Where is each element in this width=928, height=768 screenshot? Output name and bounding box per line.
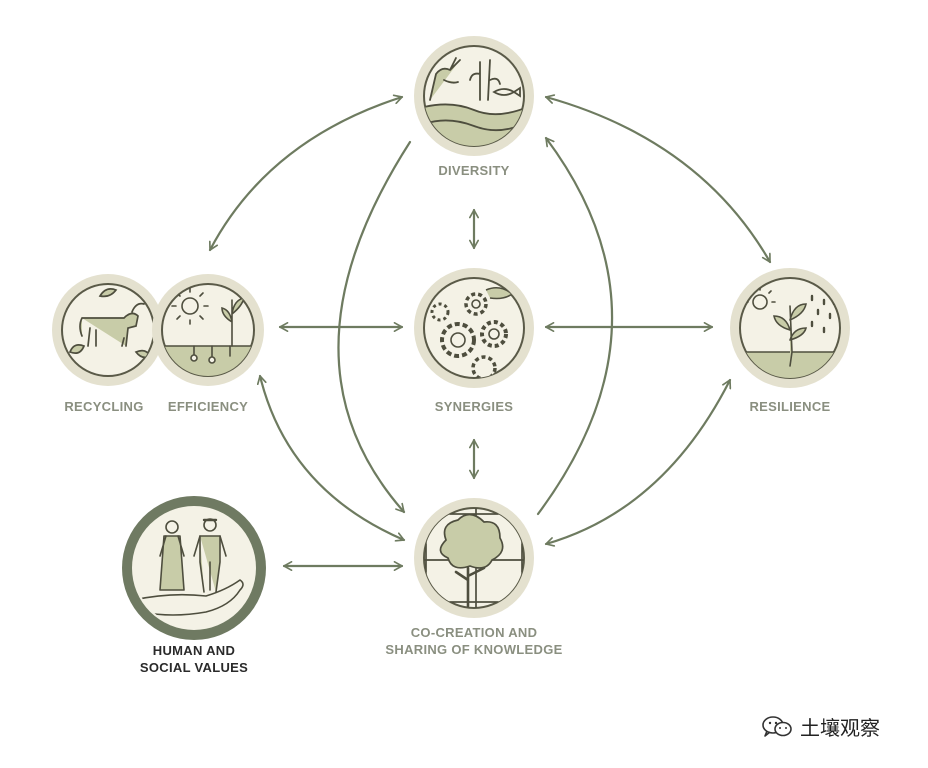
efficiency-label: EFFICIENCY bbox=[167, 399, 249, 414]
cocreation-label-line1: CO-CREATION AND bbox=[410, 625, 538, 640]
recycling-label: RECYCLING bbox=[64, 399, 144, 414]
synergies-node bbox=[414, 268, 534, 388]
cocreation-label: CO-CREATION AND SHARING OF KNOWLEDGE bbox=[364, 624, 584, 658]
people-in-hand-icon bbox=[134, 518, 244, 616]
resilience-label: RESILIENCE bbox=[749, 399, 831, 414]
arrow-efficiency-cocreation bbox=[256, 374, 406, 542]
cocreation-node bbox=[414, 498, 534, 618]
gears-icon bbox=[430, 286, 514, 378]
diversity-label: DIVERSITY bbox=[438, 163, 510, 178]
human-node bbox=[122, 496, 266, 640]
efficiency-node bbox=[152, 274, 264, 386]
human-label-line1: HUMAN AND bbox=[152, 643, 236, 658]
cocreation-label-line2: SHARING OF KNOWLEDGE bbox=[385, 642, 563, 657]
cow-leaves-icon bbox=[68, 288, 152, 359]
watermark: 土壤观察 bbox=[760, 712, 880, 741]
human-label-line2: SOCIAL VALUES bbox=[139, 660, 249, 675]
watermark-text: 土壤观察 bbox=[800, 716, 880, 740]
arrow-diversity-efficiency bbox=[208, 94, 404, 252]
recycling-node bbox=[52, 274, 164, 386]
resilience-node bbox=[730, 268, 850, 388]
arrow-diversity-resilience bbox=[544, 94, 772, 264]
tree-quadrants-icon bbox=[424, 508, 524, 608]
wechat-icon bbox=[762, 715, 792, 737]
synergies-label: SYNERGIES bbox=[434, 399, 514, 414]
arrow-resilience-cocreation bbox=[544, 378, 732, 547]
human-label: HUMAN AND SOCIAL VALUES bbox=[124, 642, 264, 676]
arrows bbox=[208, 94, 772, 571]
diversity-node bbox=[414, 36, 534, 156]
